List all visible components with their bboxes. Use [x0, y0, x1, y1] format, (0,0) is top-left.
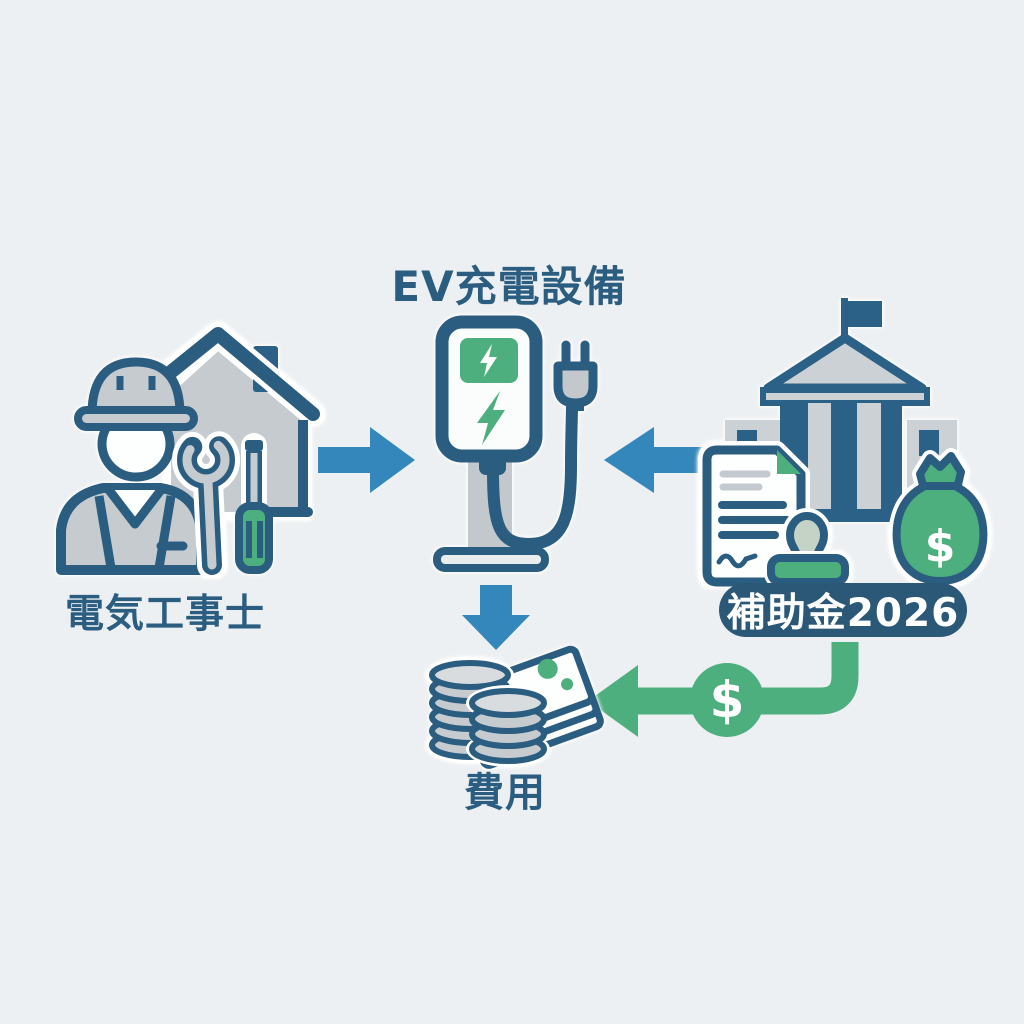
folded-corner [777, 450, 801, 474]
money-bag-icon: $ [888, 448, 992, 588]
stamp-icon [764, 508, 852, 588]
wrench-icon [172, 426, 240, 578]
subsidy-badge: 補助金2026 [719, 583, 967, 637]
arrow-charger-to-cost [462, 585, 530, 650]
dollar-sign: $ [925, 521, 956, 572]
arrow-subsidy-to-charger [604, 427, 710, 493]
charger-title: EV充電設備 [391, 262, 627, 311]
government-building-icon: $ [698, 298, 992, 588]
signature-squiggle [716, 553, 758, 569]
screwdriver-icon [235, 433, 273, 574]
cost-label: 費用 [464, 770, 546, 816]
electrician-house-tools-icon [56, 322, 325, 578]
plug-icon [553, 340, 598, 411]
coins-banknotes-icon [426, 645, 604, 769]
coin-stack-front [466, 685, 550, 767]
dollar-sign: $ [710, 671, 745, 729]
dollar-circle-icon [690, 663, 764, 737]
green-money-arrow: $ [588, 642, 859, 737]
electrician-label: 電気工事士 [64, 592, 265, 637]
bolt-icon [480, 344, 497, 377]
arrow-electrician-to-charger [318, 427, 415, 493]
charger-unit [435, 315, 543, 463]
flag-icon [841, 298, 882, 350]
green-bolt-icon [477, 391, 505, 445]
ev-charger-plug-icon [433, 315, 598, 572]
